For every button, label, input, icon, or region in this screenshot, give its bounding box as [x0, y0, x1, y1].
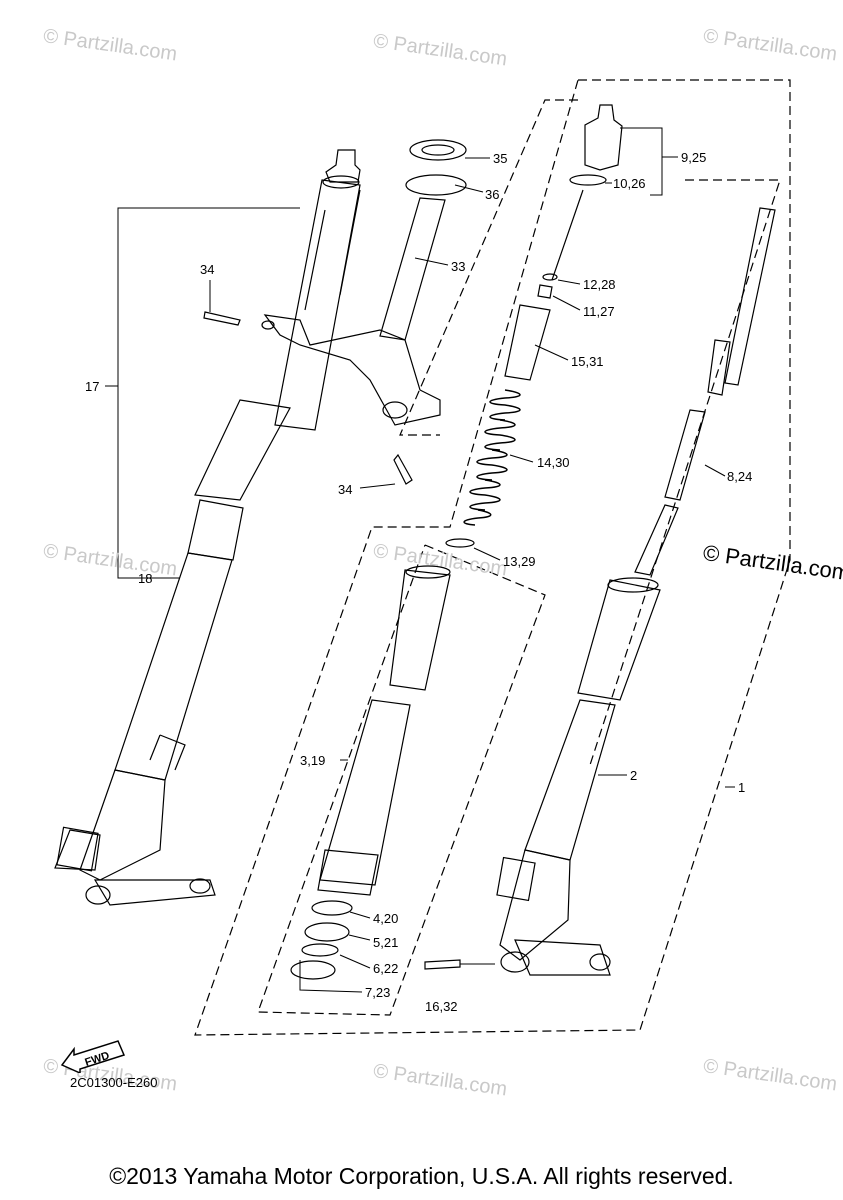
label-6-22: 6,22: [373, 961, 399, 976]
label-34-lower: 34: [338, 482, 353, 497]
label-2: 2: [630, 768, 638, 783]
label-34-upper: 34: [200, 262, 215, 277]
bolt-34-upper: [203, 311, 241, 326]
label-33: 33: [451, 259, 466, 274]
fork-cap-9: [584, 104, 623, 171]
bushing-4: [311, 900, 353, 916]
damper-rod-dashed-outline: [589, 179, 781, 766]
group-1-dashed-outline: [194, 79, 791, 1036]
label-11-27: 11,27: [583, 304, 615, 319]
outer-tube-2: [577, 579, 661, 701]
label-7-23: 7,23: [365, 985, 391, 1000]
label-35: 35: [493, 151, 508, 166]
label-18: 18: [138, 571, 153, 586]
fork-spring-14: [463, 389, 521, 526]
bushing-5: [304, 922, 350, 942]
o-ring-10: [569, 174, 607, 186]
label-1: 1: [738, 780, 746, 795]
label-36: 36: [485, 187, 500, 202]
label-13-29: 13,29: [503, 554, 536, 569]
label-3-19: 3,19: [300, 753, 326, 768]
label-15-31: 15,31: [571, 354, 604, 369]
oil-seal-7: [290, 960, 336, 980]
washer-13: [445, 538, 475, 548]
fwd-arrow-icon: FWD: [60, 1040, 126, 1073]
washer-6: [301, 943, 339, 957]
damper-rod-8: [724, 207, 776, 386]
label-14-30: 14,30: [537, 455, 570, 470]
label-5-21: 5,21: [373, 935, 399, 950]
label-17: 17: [85, 379, 100, 394]
cartridge-dashed-outline: [399, 99, 578, 436]
spacer-15: [504, 304, 551, 381]
copyright-notice: ©2013 Yamaha Motor Corporation, U.S.A. A…: [109, 1163, 734, 1189]
label-16-32: 16,32: [425, 999, 458, 1014]
bolt-16: [424, 959, 461, 970]
assembled-fork-left: [54, 149, 361, 906]
group-3-dashed-outline: [257, 544, 546, 1016]
label-8-24: 8,24: [727, 469, 753, 484]
label-10-26: 10,26: [613, 176, 646, 191]
inner-tube-3: [389, 569, 451, 691]
collar-11: [537, 284, 553, 299]
label-9-25: 9,25: [681, 150, 707, 165]
bolt-34-lower: [393, 453, 413, 485]
diagram-code: 2C01300-E260: [70, 1075, 158, 1090]
label-12-28: 12,28: [583, 277, 616, 292]
washer-12: [542, 273, 558, 281]
steering-stem-33: [261, 139, 467, 426]
label-4-20: 4,20: [373, 911, 399, 926]
